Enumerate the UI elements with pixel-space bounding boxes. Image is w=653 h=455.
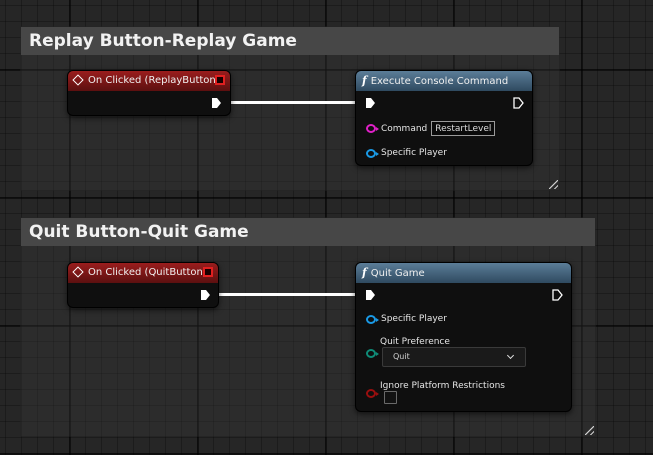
pin-row-specific-player: Specific Player [366,314,447,324]
function-icon: f [362,74,367,87]
exec-out-pin-icon[interactable] [211,97,222,109]
exec-in-pin-icon[interactable] [365,97,376,109]
exec-out-pin-icon[interactable] [200,289,211,301]
delegate-pin-icon[interactable] [203,267,213,277]
node-title: On Clicked (QuitButton) [88,267,207,278]
exec-wire[interactable] [208,293,366,296]
ignore-platform-restrictions-label: Ignore Platform Restrictions [380,381,505,391]
comment-title[interactable]: Replay Button-Replay Game [21,27,559,55]
object-pin-icon[interactable] [366,314,379,324]
exec-in-pin-icon[interactable] [365,289,376,301]
chevron-down-icon [506,351,515,360]
resize-grip-icon[interactable] [549,180,558,189]
ignore-platform-restrictions-checkbox[interactable] [384,391,397,404]
node-header: On Clicked (ReplayButton) [68,71,230,91]
delegate-pin-icon[interactable] [215,75,225,85]
function-icon: f [362,266,367,279]
pin-row-specific-player: Specific Player [366,148,447,158]
dropdown-value: Quit [393,352,410,361]
bool-pin-icon[interactable] [366,389,379,398]
pin-label: Command [381,123,428,134]
string-pin-icon[interactable] [366,124,379,133]
command-text-input[interactable]: RestartLevel [431,121,496,136]
enum-pin-icon[interactable] [366,349,379,358]
pin-label: Specific Player [381,314,447,324]
event-node-on-clicked-replay[interactable]: On Clicked (ReplayButton) [67,70,231,116]
node-title: Execute Console Command [370,76,509,87]
node-title: On Clicked (ReplayButton) [88,75,220,86]
node-title: Quit Game [370,268,425,279]
quit-preference-dropdown[interactable]: Quit [382,347,526,367]
exec-out-pin-icon[interactable] [552,289,563,301]
quit-preference-label: Quit Preference [380,337,450,347]
pin-row-command: Command RestartLevel [366,121,496,136]
node-header: On Clicked (QuitButton) [68,263,218,283]
event-diamond-icon [72,74,84,86]
object-pin-icon[interactable] [366,148,379,158]
event-diamond-icon [72,266,84,278]
exec-wire[interactable] [218,101,366,104]
exec-out-pin-icon[interactable] [513,97,524,109]
pin-label: Specific Player [381,148,447,158]
comment-title[interactable]: Quit Button-Quit Game [21,218,595,246]
event-node-on-clicked-quit[interactable]: On Clicked (QuitButton) [67,262,219,308]
resize-grip-icon[interactable] [585,426,594,435]
